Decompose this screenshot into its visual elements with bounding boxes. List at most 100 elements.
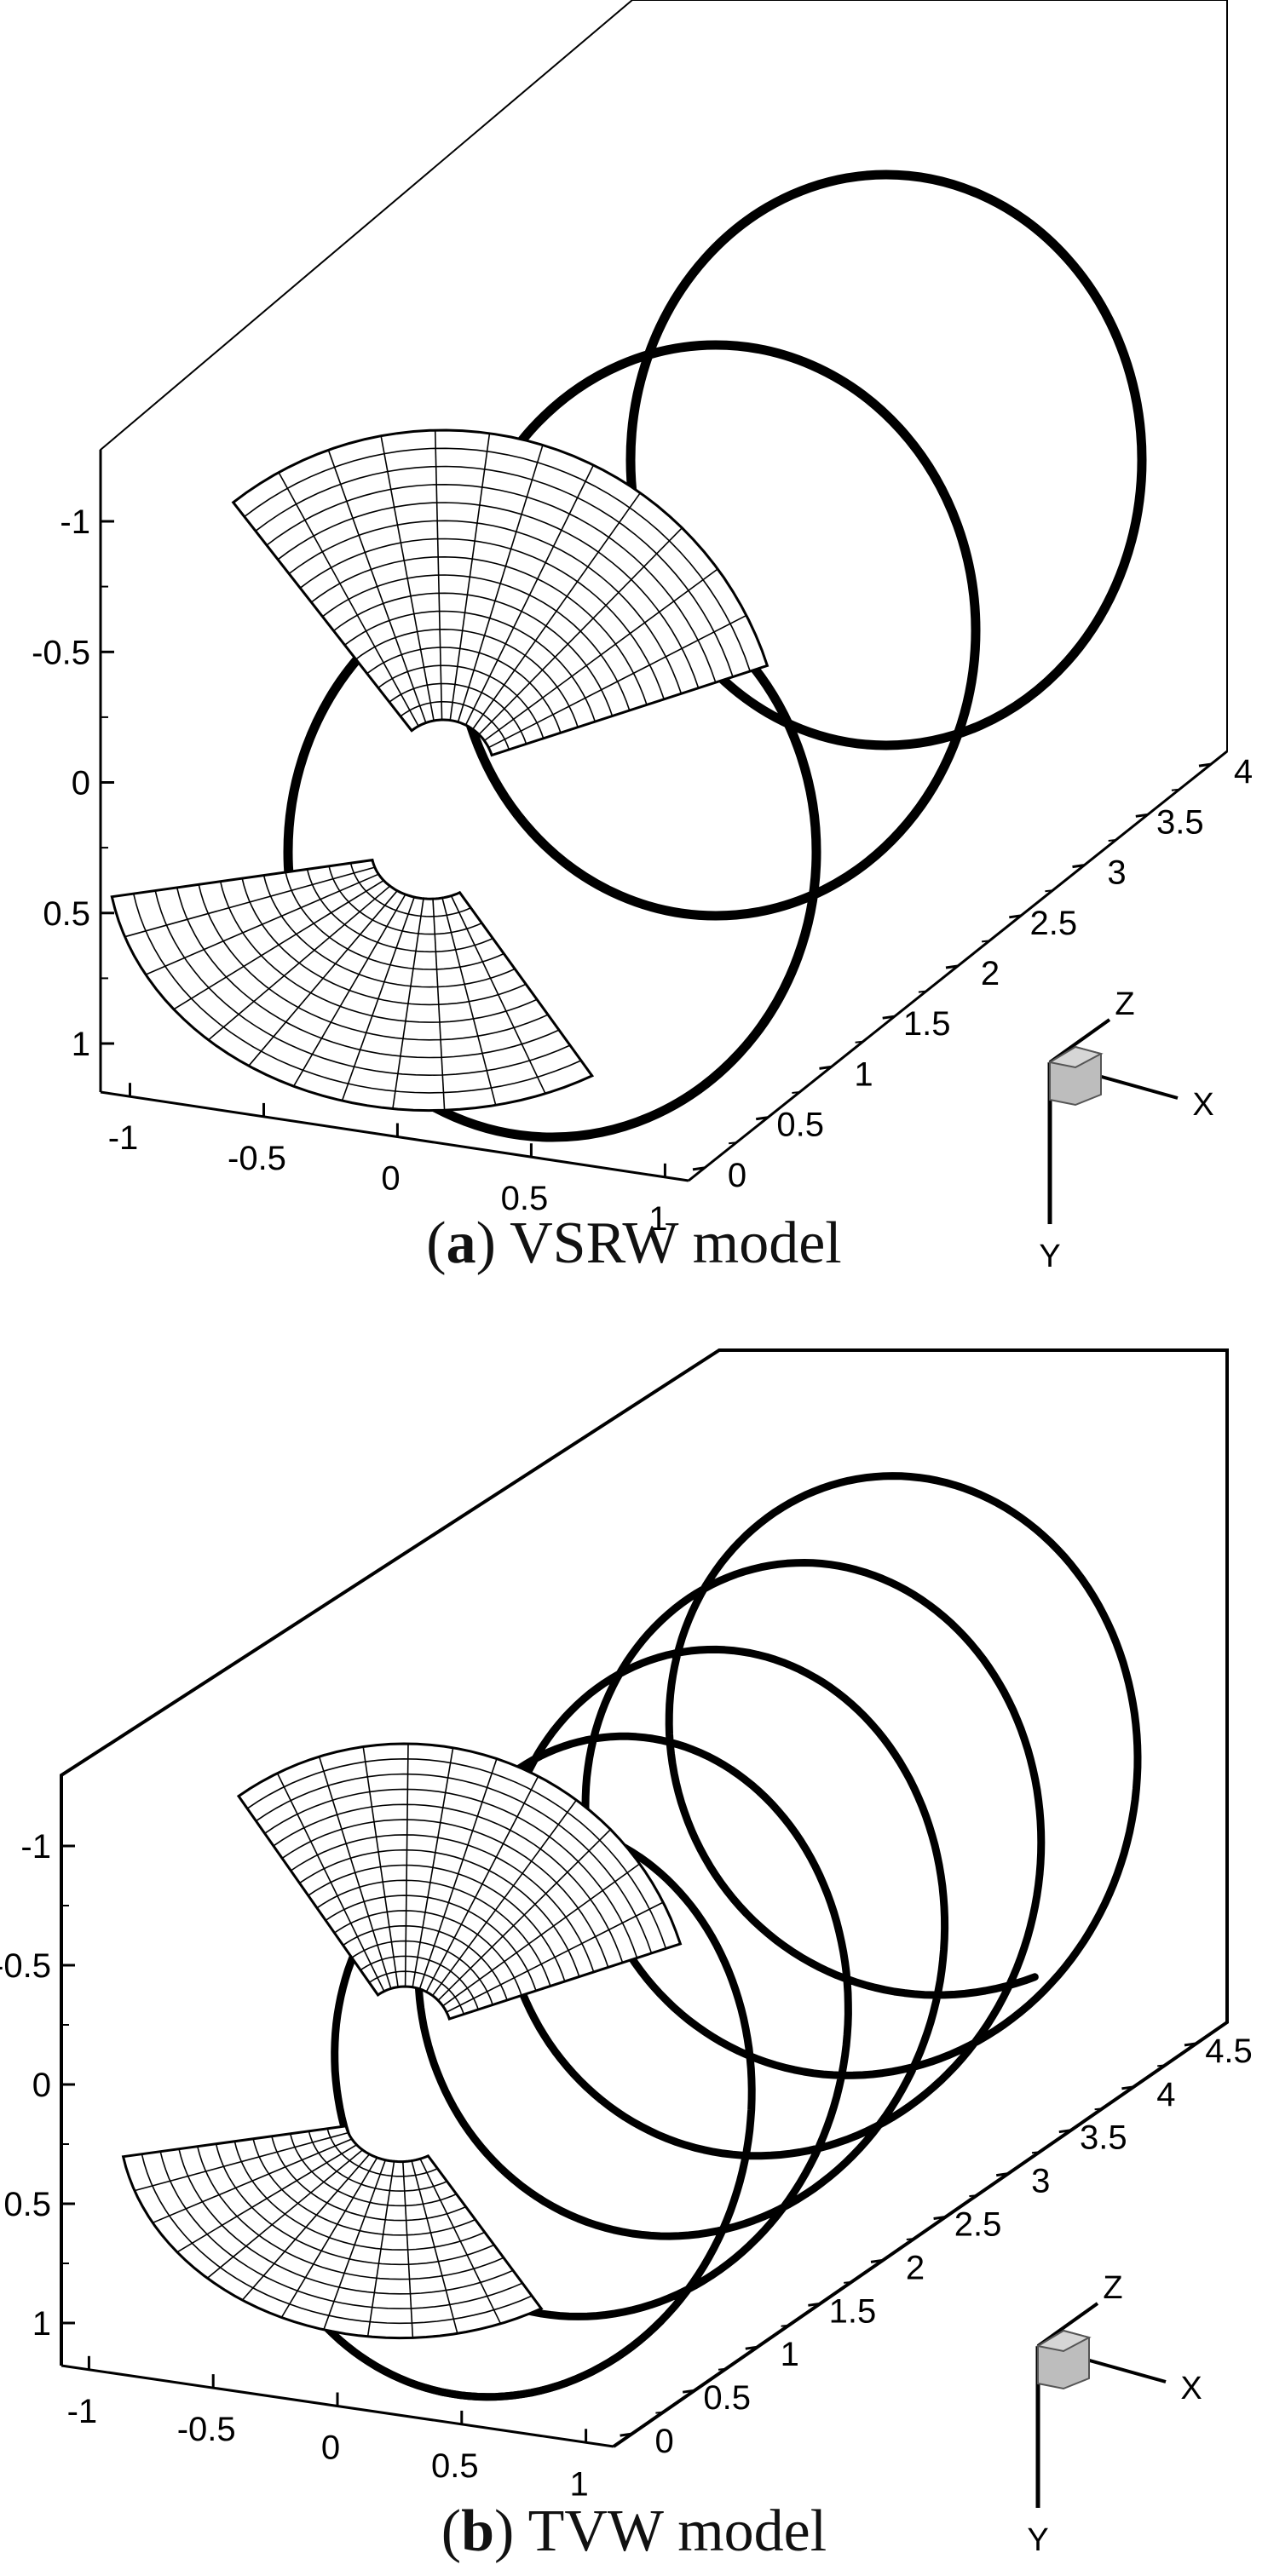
depth-minor-tick [728,1141,737,1145]
triad-x-label: X [1180,2371,1202,2406]
depth-tick [1135,813,1149,818]
blade-mesh-spoke [446,1901,664,2013]
blade-mesh-spoke [208,885,391,1041]
depth-tick [945,964,959,969]
depth-minor-tick [1094,2107,1103,2111]
triad-cube-top [1035,2329,1092,2353]
vertical-tick-label: -0.5 [32,634,90,671]
triad-x-label: X [1192,1087,1213,1123]
blade-mesh-spoke [173,879,384,1010]
horizontal-tick-label: 1 [648,1200,667,1238]
blade-mesh-spoke [431,1799,578,1997]
blade-mesh-spoke [457,445,544,722]
depth-minor-tick [718,2367,727,2371]
depth-tick-label: 3.5 [1156,803,1204,841]
vertical-tick-label: 0.5 [3,2186,51,2223]
horizontal-tick-label: 0 [381,1160,400,1198]
depth-tick [870,2258,884,2263]
depth-tick-label: 1 [781,2336,799,2373]
depth-tick [933,2216,946,2220]
depth-tick-label: 0 [728,1157,746,1194]
caption-letter: a [446,1210,476,1276]
axis-triad: Z X Y [1027,2270,1202,2558]
depth-minor-tick [969,2194,977,2198]
depth-tick [1058,2129,1072,2134]
vertical-tick-label: 1 [72,1026,90,1063]
depth-minor-tick [1108,839,1116,842]
depth-tick [1184,2042,1197,2047]
depth-minor-tick [792,1091,800,1094]
depth-tick-label: 4.5 [1205,2033,1253,2070]
triad-z-label: Z [1103,2270,1122,2306]
triad-cube-top [1047,1045,1104,1069]
vertical-tick-label: 0 [32,2067,51,2104]
blade-mesh-spoke [402,2161,414,2338]
horizontal-tick-label: -1 [67,2393,98,2430]
caption-b: (b) TVW model [441,2498,827,2564]
depth-tick [692,1166,706,1171]
vertical-tick-label: -1 [20,1828,51,1866]
depth-tick-label: 2.5 [954,2206,1002,2244]
depth-tick-label: 2 [906,2249,925,2286]
blade-mesh-spoke [327,450,427,723]
depth-tick [620,2432,632,2437]
depth-minor-tick [1031,2151,1040,2154]
depth-minor-tick [1157,2064,1166,2067]
vertical-axis: -1-0.500.51 [0,1775,75,2366]
triad-z-axis [1048,1018,1111,1064]
horizontal-tick-label: -0.5 [228,1140,286,1177]
blade-mesh-spoke [404,1743,409,1987]
vsrw-wake-plot: -1-0.500.51 -1-0.500.51 00.511.522.533.5… [32,0,1253,1274]
depth-tick-label: 0 [654,2423,673,2460]
vertical-tick-label: -1 [60,503,90,541]
blade-mesh-spoke [366,2161,395,2337]
caption-a: (a) VSRW model [426,1210,842,1276]
depth-tick-label: 3 [1107,854,1126,892]
depth-axis-line [613,2021,1228,2448]
axis-triad: ZXY [1039,986,1213,1274]
depth-tick [995,2172,1009,2177]
triad-y-label: Y [1027,2522,1048,2558]
blade-mesh-spoke [278,472,419,727]
blade-mesh-spoke [176,2144,357,2253]
triad-y-label: Y [1039,1239,1060,1274]
depth-axis: 00.511.522.533.544.5 [613,2021,1253,2460]
blade-mesh-spoke [280,2157,378,2318]
depth-tick-label: 2.5 [1029,905,1077,942]
blade-mesh-spoke [362,1746,399,1987]
depth-axis: 00.511.522.533.54 [688,750,1253,1194]
blade-mesh-spoke [341,896,415,1101]
depth-tick-label: 3.5 [1080,2119,1127,2157]
blade-mesh-spoke [418,1758,498,1990]
depth-minor-tick [906,2238,914,2240]
blade-mesh-spoke [145,873,379,975]
depth-tick-label: 2 [981,955,1000,992]
depth-tick [745,2345,758,2350]
blade-mesh-spoke [323,2159,387,2331]
blade-mesh-spoke [472,492,641,730]
blade-mesh-spoke [449,433,491,721]
vertical-axis: -1-0.500.51 [32,450,114,1092]
caption-text: VSRW model [510,1210,842,1276]
blade-mesh-spoke [206,2149,364,2280]
caption-letter: b [461,2498,495,2564]
depth-tick [1121,2085,1134,2090]
blade-mesh-spoke [488,614,747,749]
blade-mesh-spoke [432,899,446,1111]
depth-tick-label: 0.5 [776,1107,824,1144]
depth-tick [755,1116,769,1121]
blade-mesh-spoke [276,1773,385,1992]
blade-mesh-spoke [419,2158,502,2325]
depth-tick [808,2302,821,2307]
rotor-blade-mesh [110,428,769,1113]
depth-minor-tick [1045,889,1053,893]
vertical-tick-label: -0.5 [0,1947,51,1985]
depth-tick-label: 3 [1031,2163,1050,2200]
depth-tick [682,2389,695,2394]
depth-tick [882,1015,895,1020]
blade-mesh-spoke [248,890,398,1067]
depth-minor-tick [981,940,990,943]
blade-mesh-spoke [464,464,595,726]
blade-mesh-spoke [124,866,376,938]
